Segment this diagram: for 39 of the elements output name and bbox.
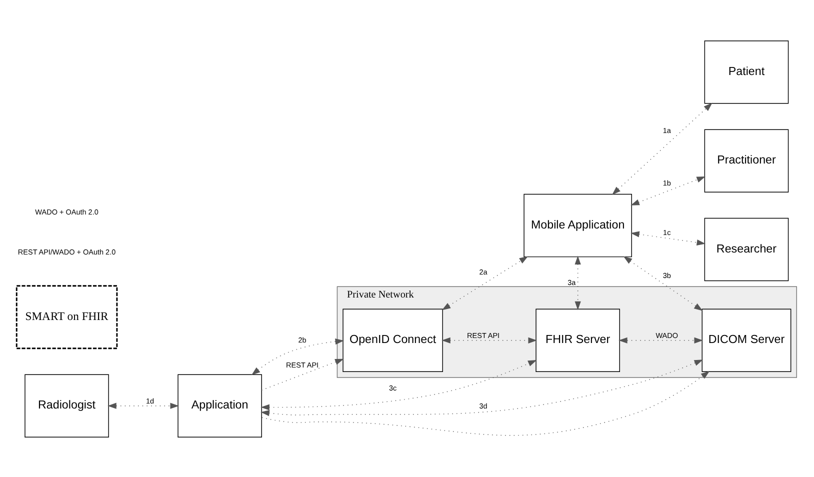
- arrow: [108, 402, 179, 408]
- arrow: [618, 336, 703, 343]
- arrow: [574, 255, 581, 310]
- arrow: [261, 358, 344, 390]
- arrow: [612, 102, 712, 194]
- edge-label: 1c: [663, 228, 671, 236]
- arrow: [260, 359, 704, 416]
- node-box: SMART on FHIR: [16, 284, 118, 349]
- node-box: Researcher: [704, 217, 789, 281]
- node-box: FHIR Server: [536, 308, 620, 372]
- arrow: [623, 256, 703, 310]
- edge-label: 3d: [479, 401, 488, 410]
- arrow: [630, 230, 706, 246]
- node-box: DICOM Server: [702, 308, 792, 372]
- arrow: [262, 370, 710, 436]
- arrow: [442, 256, 528, 310]
- edge-label: REST API: [467, 330, 500, 340]
- node-box: Patient: [704, 40, 789, 104]
- node-box: Radiologist: [24, 374, 109, 437]
- edge-label: 1b: [662, 178, 671, 188]
- edge-label: 2a: [479, 266, 488, 276]
- edge-label: 2b: [298, 335, 306, 344]
- node-box: OpenID Connect: [342, 308, 443, 372]
- edge-label: REST API: [286, 360, 319, 369]
- arrow: [630, 176, 706, 205]
- arrow: [260, 359, 537, 410]
- edge-label: WADO: [656, 330, 678, 340]
- edge-label: 3c: [388, 383, 397, 392]
- arrow: [251, 338, 344, 375]
- label: REST API/WADO + OAuth 2.0: [18, 246, 116, 256]
- label: WADO + OAuth 2.0: [35, 206, 98, 216]
- arrow: [442, 336, 537, 343]
- edge-label: 1a: [662, 126, 671, 135]
- node-box: Application: [178, 374, 262, 437]
- edge-label: 3a: [568, 277, 576, 286]
- edge-label: 3b: [662, 270, 671, 280]
- edge-label: 1d: [146, 396, 154, 406]
- node-box: Mobile Application: [524, 193, 632, 257]
- node-box: Practitioner: [704, 128, 789, 192]
